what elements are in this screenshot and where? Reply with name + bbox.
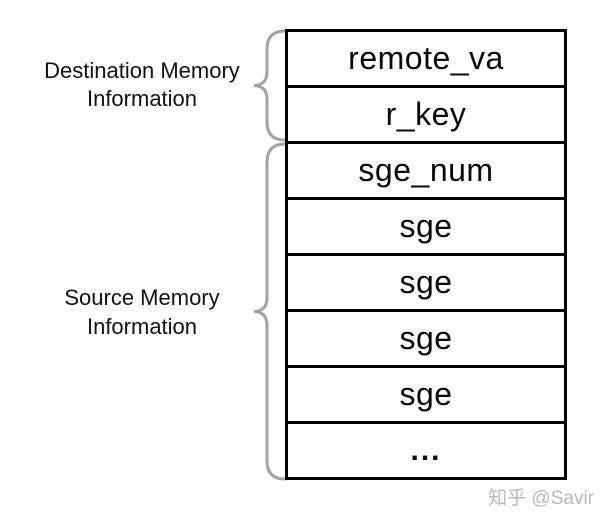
watermark: 知乎 @Savir [488, 488, 594, 509]
source-memory-label-line2: Information [86, 314, 198, 339]
row-ellipsis: ... [410, 433, 442, 467]
source-memory-label-line1: Source Memory [64, 285, 220, 310]
row-r-key: r_key [288, 88, 564, 144]
destination-memory-label-line2: Information [86, 86, 198, 111]
row-sge-1: sge [288, 200, 564, 256]
row-sge-num: sge_num [288, 144, 564, 200]
curly-brace-left-icon-source [253, 142, 287, 481]
row-sge-3: sge [288, 312, 564, 368]
destination-memory-label-line1: Destination Memory [44, 58, 240, 83]
row-remote-va: remote_va [288, 32, 564, 88]
destination-memory-label: Destination Memory Information [28, 57, 256, 113]
row-sge-2: sge [288, 256, 564, 312]
memory-structure-table: remote_va r_key sge_num sge sge sge sge … [285, 29, 567, 480]
row-sge-4: sge [288, 368, 564, 424]
curly-brace-left-icon-destination [253, 29, 287, 142]
source-memory-label: Source Memory Information [28, 283, 256, 341]
